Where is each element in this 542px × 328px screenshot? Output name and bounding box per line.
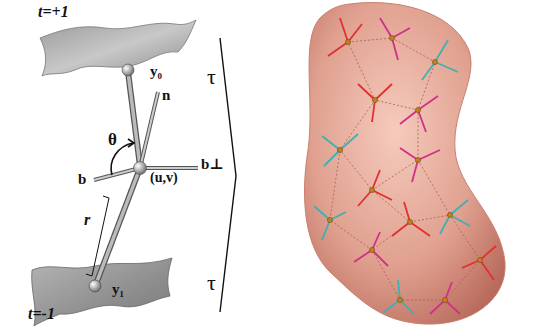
mesh-lines	[330, 38, 480, 300]
rod	[128, 72, 140, 166]
angle-arrowhead	[128, 139, 134, 147]
coord-label: (u,v)	[150, 171, 178, 185]
vector-label: b⊥	[201, 157, 224, 172]
normal-vector	[140, 92, 158, 168]
length-bracket	[86, 196, 109, 276]
normal-vector	[140, 92, 158, 168]
surface-blob	[304, 3, 505, 325]
param-label: t=+1	[38, 4, 69, 20]
vector-label: n	[162, 88, 170, 103]
point-label: y₀	[150, 64, 162, 79]
thickness-label: τ	[207, 272, 216, 294]
frame-segments	[314, 18, 496, 314]
point-center	[134, 162, 147, 175]
surface-top	[40, 20, 196, 76]
param-label: t=-1	[28, 306, 55, 322]
point-y0	[122, 64, 134, 76]
range-bracket	[220, 38, 236, 312]
angle-label: θ	[108, 131, 117, 148]
bperp-vector	[140, 167, 198, 169]
b-vector	[94, 168, 140, 180]
thickness-label: τ	[207, 66, 216, 88]
point-label: y₁	[112, 282, 124, 297]
length-label: r	[84, 212, 90, 228]
b-vector	[94, 168, 140, 180]
rod	[128, 72, 140, 166]
bperp-vector	[140, 166, 198, 170]
vector-label: b	[78, 172, 86, 187]
frame-points	[327, 35, 482, 302]
point-y1	[89, 280, 101, 292]
